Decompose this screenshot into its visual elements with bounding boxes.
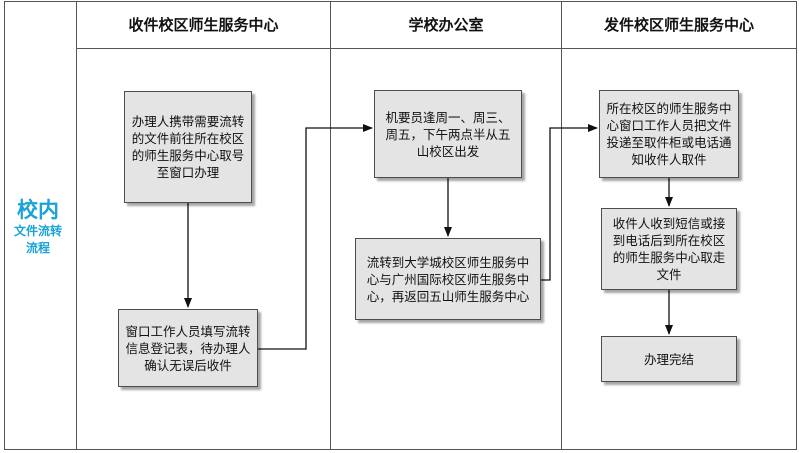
arrow-n2-n3 xyxy=(258,124,373,350)
node-courier-schedule: 机要员逢周一、周三、周五，下午两点半从五山校区出发 xyxy=(374,90,522,178)
lane-header-office: 学校办公室 xyxy=(408,15,484,34)
node-handle-request: 办理人携带需要流转的文件前往所在校区的师生服务中心取号至窗口办理 xyxy=(124,91,252,203)
side-label: 校内 文件流转流程 xyxy=(0,0,76,453)
side-divider xyxy=(76,1,77,450)
node-recipient-pickup: 收件人收到短信或接到电话后到所在校区的师生服务中心取走文件 xyxy=(601,208,737,290)
lane-header-sender: 发件校区师生服务中心 xyxy=(603,15,754,34)
node-complete: 办理完结 xyxy=(601,336,737,382)
node-transfer-route: 流转到大学城校区师生服务中心与广州国际校区师生服务中心，再返回五山师生服务中心 xyxy=(355,238,541,320)
node-deliver-notify: 所在校区的师生服务中心窗口工作人员把文件投递至取件柜或电话通知收件人取件 xyxy=(599,90,739,178)
side-subtitle: 文件流转流程 xyxy=(13,223,62,255)
lane-header-receiver: 收件校区师生服务中心 xyxy=(128,15,279,34)
node-window-registration: 窗口工作人员填写流转信息登记表，待办理人确认无误后收件 xyxy=(118,309,258,387)
outer-frame xyxy=(4,1,797,450)
lane-divider-2 xyxy=(561,1,562,450)
lane-divider-1 xyxy=(330,1,331,450)
side-title: 校内 xyxy=(17,197,59,222)
header-divider xyxy=(76,48,796,49)
arrow-n4-n5 xyxy=(541,124,598,281)
